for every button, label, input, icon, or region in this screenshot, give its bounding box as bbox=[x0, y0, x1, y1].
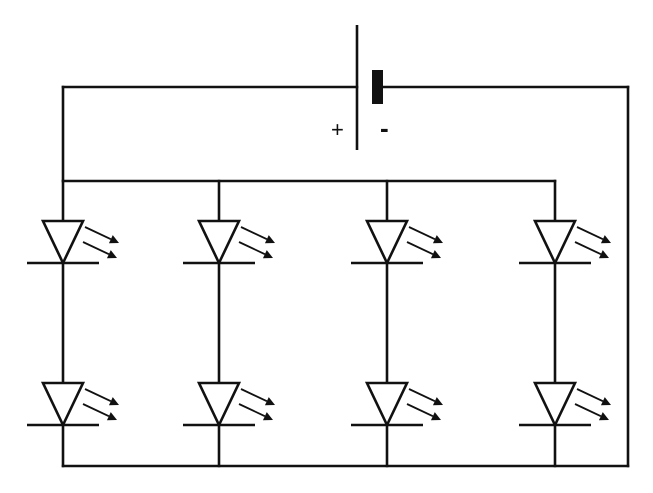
light-arrow-lower-head bbox=[598, 412, 609, 421]
led-columns bbox=[27, 179, 611, 468]
light-arrow-upper bbox=[240, 388, 275, 406]
light-arrow-lower bbox=[574, 403, 609, 421]
light-arrow-upper-head bbox=[108, 235, 119, 244]
light-arrow-lower-shaft bbox=[238, 241, 266, 255]
battery: + - bbox=[331, 25, 389, 150]
light-arrow-upper-head bbox=[600, 397, 611, 406]
led-triangle bbox=[40, 219, 86, 267]
led-triangle bbox=[364, 219, 410, 267]
led-triangle bbox=[196, 381, 242, 429]
light-arrow-lower bbox=[238, 403, 273, 421]
light-arrow-lower bbox=[82, 403, 117, 421]
led-3-1 bbox=[351, 219, 443, 267]
light-arrow-upper-shaft bbox=[84, 388, 112, 402]
led-4-1 bbox=[519, 219, 611, 267]
light-arrow-upper bbox=[576, 388, 611, 406]
light-arrow-upper bbox=[84, 226, 119, 244]
led-column-2 bbox=[183, 179, 275, 468]
led-2-1 bbox=[183, 219, 275, 267]
light-arrow-upper bbox=[240, 226, 275, 244]
led-2-2 bbox=[183, 381, 275, 429]
light-arrow-upper-head bbox=[264, 235, 275, 244]
light-arrow-upper-shaft bbox=[408, 388, 436, 402]
led-triangle bbox=[196, 219, 242, 267]
light-arrow-upper-shaft bbox=[408, 226, 436, 240]
light-arrow-lower bbox=[406, 403, 441, 421]
light-arrow-upper-head bbox=[432, 235, 443, 244]
light-arrow-upper-shaft bbox=[576, 226, 604, 240]
light-arrow-lower-head bbox=[598, 250, 609, 259]
light-arrow-lower-head bbox=[262, 412, 273, 421]
light-arrow-lower-shaft bbox=[406, 241, 434, 255]
light-arrow-lower-shaft bbox=[238, 403, 266, 417]
led-column-4 bbox=[519, 179, 611, 468]
light-arrow-lower bbox=[406, 241, 441, 259]
light-arrow-upper-shaft bbox=[84, 226, 112, 240]
led-column-3 bbox=[351, 179, 443, 468]
light-arrow-lower-head bbox=[430, 412, 441, 421]
light-arrow-upper bbox=[408, 226, 443, 244]
led-triangle bbox=[532, 219, 578, 267]
light-arrow-lower-shaft bbox=[82, 403, 110, 417]
battery-positive-sign: + bbox=[331, 117, 344, 142]
light-arrow-lower-head bbox=[106, 250, 117, 259]
light-arrow-lower bbox=[82, 241, 117, 259]
led-1-1 bbox=[27, 219, 119, 267]
light-arrow-upper bbox=[408, 388, 443, 406]
light-arrow-upper-shaft bbox=[576, 388, 604, 402]
light-arrow-lower bbox=[238, 241, 273, 259]
light-arrow-upper bbox=[576, 226, 611, 244]
battery-negative-sign: - bbox=[380, 113, 389, 143]
light-arrow-lower-shaft bbox=[574, 241, 602, 255]
light-arrow-lower-head bbox=[430, 250, 441, 259]
led-triangle bbox=[364, 381, 410, 429]
light-arrow-upper-shaft bbox=[240, 226, 268, 240]
led-4-2 bbox=[519, 381, 611, 429]
led-1-2 bbox=[27, 381, 119, 429]
light-arrow-lower-shaft bbox=[406, 403, 434, 417]
light-arrow-lower-shaft bbox=[574, 403, 602, 417]
light-arrow-upper-shaft bbox=[240, 388, 268, 402]
light-arrow-upper bbox=[84, 388, 119, 406]
led-column-1 bbox=[27, 179, 119, 468]
light-arrow-upper-head bbox=[108, 397, 119, 406]
light-arrow-upper-head bbox=[264, 397, 275, 406]
light-arrow-lower-head bbox=[262, 250, 273, 259]
light-arrow-lower bbox=[574, 241, 609, 259]
light-arrow-lower-shaft bbox=[82, 241, 110, 255]
light-arrow-upper-head bbox=[600, 235, 611, 244]
battery-negative-plate bbox=[372, 70, 383, 104]
light-arrow-upper-head bbox=[432, 397, 443, 406]
led-triangle bbox=[40, 381, 86, 429]
light-arrow-lower-head bbox=[106, 412, 117, 421]
circuit-wires bbox=[61, 85, 630, 468]
led-triangle bbox=[532, 381, 578, 429]
led-3-2 bbox=[351, 381, 443, 429]
